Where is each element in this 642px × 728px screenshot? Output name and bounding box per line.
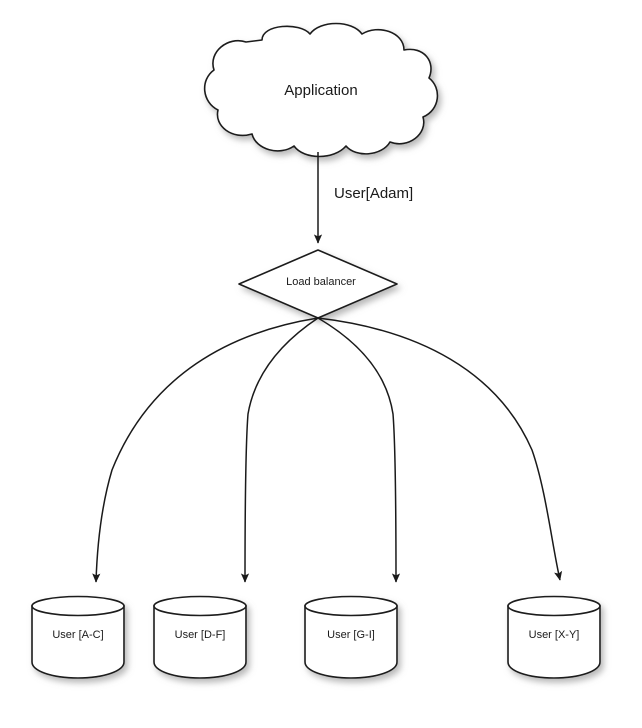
cylinder-label-database-1: User [D-F] [174, 629, 226, 641]
edge-balancer-to-database-3 [317, 317, 563, 581]
cylinder-label-database-3: User [X-Y] [528, 629, 580, 641]
cylinder-shape-database-1[interactable] [153, 595, 247, 679]
cylinder-shape-database-2[interactable] [304, 595, 398, 679]
cylinder-label-database-2: User [G-I] [327, 629, 375, 641]
cloud-label-application: Application [284, 82, 358, 99]
cylinder-shape-database-0[interactable] [31, 595, 125, 679]
edge-label-user-adam: User[Adam] [334, 185, 414, 202]
edge-balancer-to-database-1 [240, 317, 319, 583]
edge-balancer-to-database-2 [317, 317, 401, 583]
cloud-shape-application[interactable] [203, 22, 439, 158]
cylinder-label-database-0: User [A-C] [52, 629, 104, 641]
diamond-label-load-balancer: Load balancer [286, 276, 356, 288]
edge-balancer-to-database-0 [92, 317, 319, 583]
cylinder-shape-database-3[interactable] [507, 595, 601, 679]
